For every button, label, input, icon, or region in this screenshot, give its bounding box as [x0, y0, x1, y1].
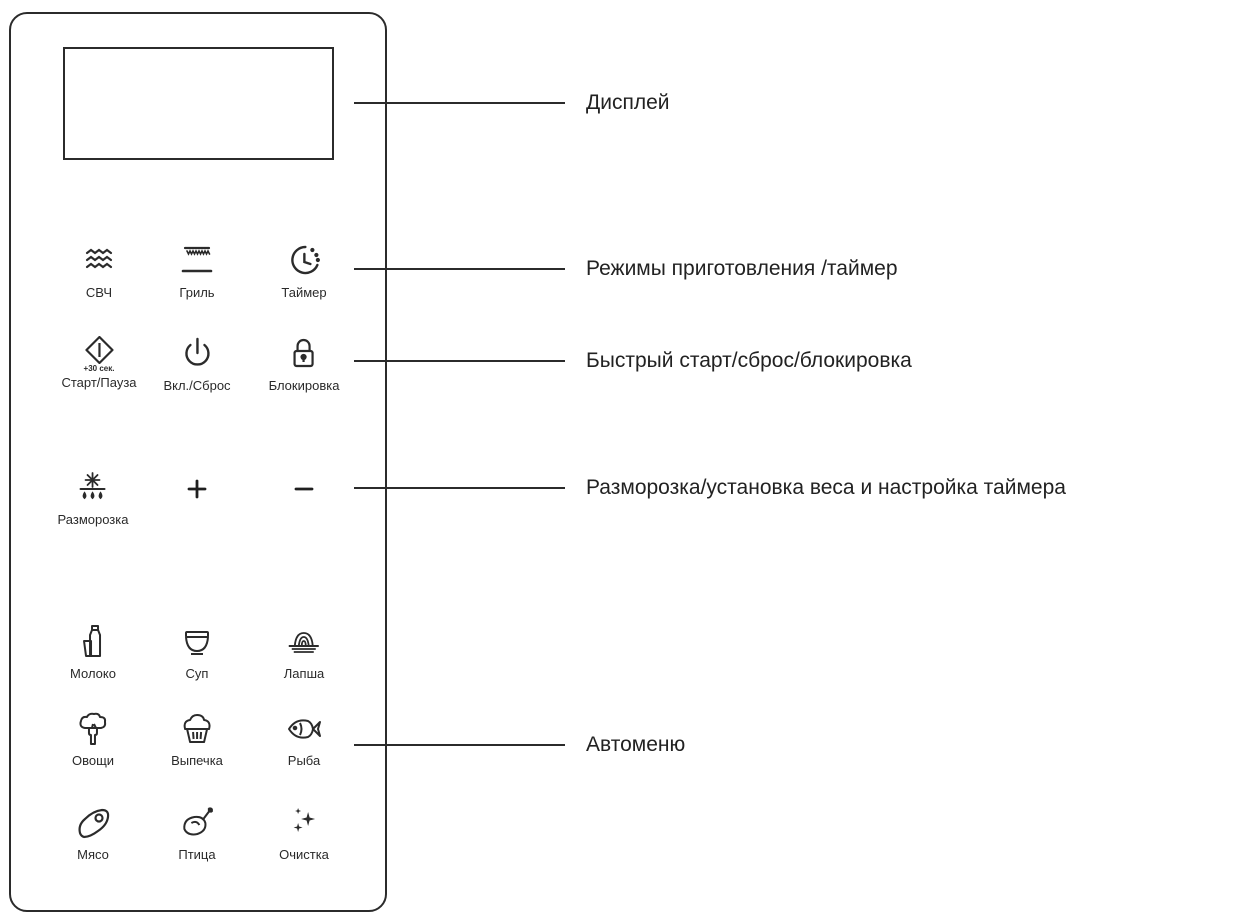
fish-label: Рыба — [287, 753, 321, 768]
muffin-icon — [179, 711, 215, 747]
microwave-waves-icon — [81, 243, 117, 279]
callout-automenu: Автоменю — [586, 733, 686, 756]
callout-line-defrost — [354, 487, 565, 489]
timer-icon — [286, 243, 322, 279]
steak-icon — [75, 805, 111, 841]
grill-label: Гриль — [179, 285, 215, 300]
milk-label: Молоко — [70, 666, 116, 681]
lock-label: Блокировка — [268, 378, 340, 393]
power-icon — [179, 336, 215, 372]
plus-button[interactable] — [179, 470, 215, 506]
grill-icon — [179, 243, 215, 279]
soup-button[interactable]: Суп — [179, 624, 215, 681]
microwave-button[interactable]: СВЧ — [81, 243, 117, 300]
power-label: Вкл./Сброс — [163, 378, 231, 393]
fish-icon — [286, 711, 322, 747]
lock-button[interactable]: Блокировка — [268, 336, 340, 393]
callout-line-automenu — [354, 744, 565, 746]
meat-label: Мясо — [77, 847, 109, 862]
start-pause-button[interactable]: +30 сек. Старт/Пауза — [61, 336, 137, 390]
lock-icon — [286, 336, 322, 372]
noodles-button[interactable]: Лапша — [284, 624, 324, 681]
power-reset-button[interactable]: Вкл./Сброс — [163, 336, 231, 393]
minus-button[interactable] — [286, 470, 322, 506]
noodles-label: Лапша — [283, 666, 325, 681]
microwave-label: СВЧ — [85, 285, 113, 300]
chicken-icon — [179, 805, 215, 841]
callout-modes: Режимы приготовления /таймер — [586, 257, 898, 280]
callout-line-modes — [354, 268, 565, 270]
sparkles-icon — [286, 805, 322, 841]
cleaning-button[interactable]: Очистка — [279, 805, 329, 862]
soup-bowl-icon — [179, 624, 215, 660]
poultry-label: Птица — [178, 847, 216, 862]
vegetables-label: Овощи — [71, 753, 115, 768]
callout-line-quick-start — [354, 360, 565, 362]
broccoli-icon — [75, 711, 111, 747]
minus-icon — [286, 470, 322, 506]
defrost-icon — [75, 470, 111, 506]
noodles-icon — [286, 624, 322, 660]
vegetables-button[interactable]: Овощи — [72, 711, 114, 768]
timer-button[interactable]: Таймер — [281, 243, 327, 300]
pastry-button[interactable]: Выпечка — [171, 711, 223, 768]
callout-line-display — [354, 102, 565, 104]
callout-quick-start: Быстрый старт/сброс/блокировка — [586, 349, 912, 372]
start-sub-label: +30 сек. — [83, 364, 115, 373]
fish-button[interactable]: Рыба — [286, 711, 322, 768]
pastry-label: Выпечка — [171, 753, 223, 768]
meat-button[interactable]: Мясо — [75, 805, 111, 862]
cleaning-label: Очистка — [279, 847, 329, 862]
soup-label: Суп — [185, 666, 209, 681]
defrost-label: Разморозка — [57, 512, 129, 527]
callout-defrost: Разморозка/установка веса и настройка та… — [586, 476, 1066, 499]
poultry-button[interactable]: Птица — [178, 805, 216, 862]
start-diamond-icon — [81, 336, 117, 364]
defrost-button[interactable]: Разморозка — [57, 470, 129, 527]
callout-display: Дисплей — [586, 91, 670, 114]
display-screen — [63, 47, 334, 160]
timer-label: Таймер — [281, 285, 327, 300]
milk-icon — [75, 624, 111, 660]
plus-icon — [179, 470, 215, 506]
milk-button[interactable]: Молоко — [70, 624, 116, 681]
start-label: Старт/Пауза — [61, 375, 137, 390]
grill-button[interactable]: Гриль — [179, 243, 215, 300]
